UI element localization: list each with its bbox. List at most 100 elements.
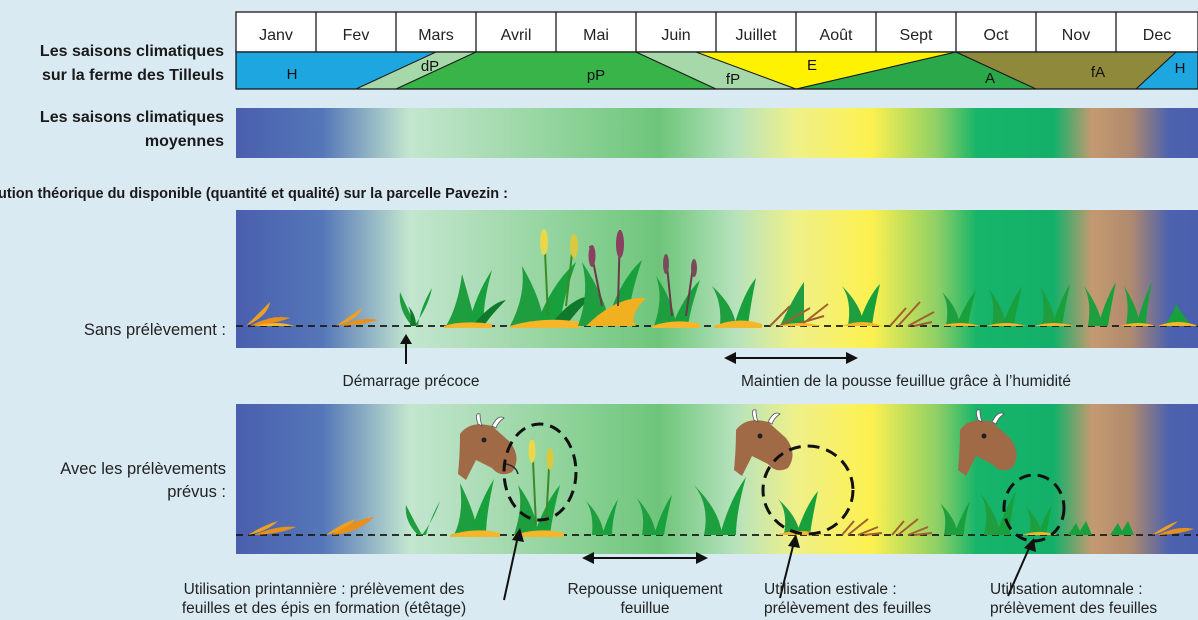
season-debut-printemps [356, 52, 476, 89]
dry-tuft [248, 521, 296, 535]
season-label-h-end: H [1175, 60, 1186, 77]
regrowth-plant [1084, 282, 1116, 326]
cow-head-icon [734, 409, 793, 476]
season-fin-printemps [636, 52, 796, 89]
month-header-box [235, 11, 1198, 53]
month-label: Mars [418, 27, 454, 44]
flowering-plant [510, 229, 592, 328]
farm-seasons-label: Les saisons climatiques sur la ferme des… [0, 40, 224, 88]
humidity-arrowhead-left [724, 352, 736, 364]
note-spring-use-line1: Utilisation printannière : prélèvement d… [183, 581, 465, 598]
regrowth-arrowhead-left [582, 552, 594, 564]
early-start-arrowhead [400, 334, 412, 344]
note-regrowth-line1: Repousse uniquement [567, 581, 723, 598]
farm-season-band: H dP pP fP E A fA H [235, 51, 1198, 90]
average-seasons-label-line2: moyennes [144, 133, 224, 150]
grazing-circle-spring [502, 422, 578, 522]
summer-use-arrowhead [788, 534, 800, 548]
regrowth-plant [980, 491, 1016, 535]
short-plant [1068, 521, 1092, 535]
autumn-use-arrowhead [1024, 538, 1036, 552]
note-autumn-use-line2: prélèvement des feuilles [990, 600, 1158, 617]
month-label: Juin [661, 27, 690, 44]
farm-band-border [235, 51, 1198, 90]
season-label-h: H [287, 66, 298, 83]
month-label: Juillet [736, 27, 777, 44]
season-hiver-start [236, 52, 436, 89]
grazing-circle-summer [761, 444, 855, 536]
note-spring-use-line2: feuilles et des épis en formation (étêta… [181, 600, 467, 617]
note-spring-use: Utilisation printannière : prélèvement d… [140, 580, 508, 618]
panel1-plants [246, 229, 1198, 328]
season-label-fp: fP [726, 71, 740, 88]
month-label: Fev [343, 27, 370, 44]
regrowth-plant [586, 499, 618, 535]
young-plant [405, 501, 440, 535]
humidity-arrowhead-right [846, 352, 858, 364]
leafy-plant [842, 284, 882, 326]
season-label-pp: pP [587, 67, 605, 84]
season-label-e: E [807, 57, 817, 74]
regrowth-plant [1034, 284, 1074, 326]
note-regrowth-line2: feuillue [620, 600, 670, 617]
spring-use-arrowhead [512, 528, 524, 542]
panel2-label: Avec les prélèvements prévus : [0, 458, 226, 504]
regrowth-plant [940, 290, 980, 326]
dry-plant [769, 282, 829, 327]
dry-plant [841, 518, 883, 536]
month-label: Août [820, 27, 853, 44]
note-humidity: Maintien de la pousse feuillue grâce à l… [740, 373, 1071, 390]
note-regrowth: Repousse uniquement feuillue [540, 580, 750, 618]
section-title: lution théorique du disponible (quantité… [0, 186, 509, 202]
leafy-plant [712, 278, 762, 328]
leafy-plant [444, 270, 506, 328]
regrowth-plant [940, 501, 970, 535]
spring-use-arrow [503, 535, 519, 601]
season-label-dp: dP [421, 58, 439, 75]
regrowth-plant [636, 495, 672, 535]
season-label-fa: fA [1091, 64, 1105, 81]
season-ete [696, 52, 956, 89]
month-label: Janv [259, 27, 293, 44]
month-label: Mai [583, 27, 609, 44]
regrowth-plant [986, 286, 1026, 326]
season-fin-automne [956, 52, 1176, 89]
dry-tuft [246, 302, 294, 326]
short-plant [1110, 521, 1134, 535]
farm-seasons-label-line2: sur la ferme des Tilleuls [41, 67, 224, 84]
month-label: Dec [1143, 27, 1171, 44]
panel2-plants [248, 438, 1194, 537]
regrowth-arrowhead-right [696, 552, 708, 564]
season-hiver-end [1136, 52, 1198, 89]
average-seasons-label: Les saisons climatiques moyennes [0, 106, 224, 154]
farm-seasons-label-line1: Les saisons climatiques [39, 43, 224, 60]
panel2-label-line2: prévus : [167, 483, 226, 501]
month-label: Avril [501, 27, 532, 44]
month-label: Sept [900, 27, 933, 44]
cow-head-icon [958, 409, 1017, 476]
panel2-label-line1: Avec les prélèvements [60, 460, 226, 478]
regrowth-plant [1158, 304, 1198, 326]
flowering-plant [652, 254, 700, 328]
dry-plant [889, 301, 935, 327]
summer-use-arrow [779, 541, 795, 599]
season-plein-printemps [396, 52, 716, 89]
average-seasons-label-line1: Les saisons climatiques [39, 109, 224, 126]
average-season-gradient [236, 108, 1198, 158]
dry-tuft [336, 308, 378, 326]
note-autumn-use-line1: Utilisation automnale : [990, 581, 1143, 598]
note-summer-use-line1: Utilisation estivale : [764, 581, 897, 598]
autumn-use-arrow [1007, 545, 1031, 597]
note-summer-use: Utilisation estivale : prélèvement des f… [764, 580, 974, 618]
note-autumn-use: Utilisation automnale : prélèvement des … [990, 580, 1198, 618]
dry-tuft [1152, 521, 1194, 535]
young-plant [399, 288, 432, 326]
regrowth-plant [694, 477, 746, 535]
note-early-start: Démarrage précoce [342, 373, 480, 390]
regrowth-plant [1120, 282, 1156, 326]
note-summer-use-line2: prélèvement des feuilles [764, 600, 932, 617]
cow-head-icon [458, 413, 519, 480]
leafy-plant [450, 479, 500, 537]
dry-plant [891, 518, 933, 536]
